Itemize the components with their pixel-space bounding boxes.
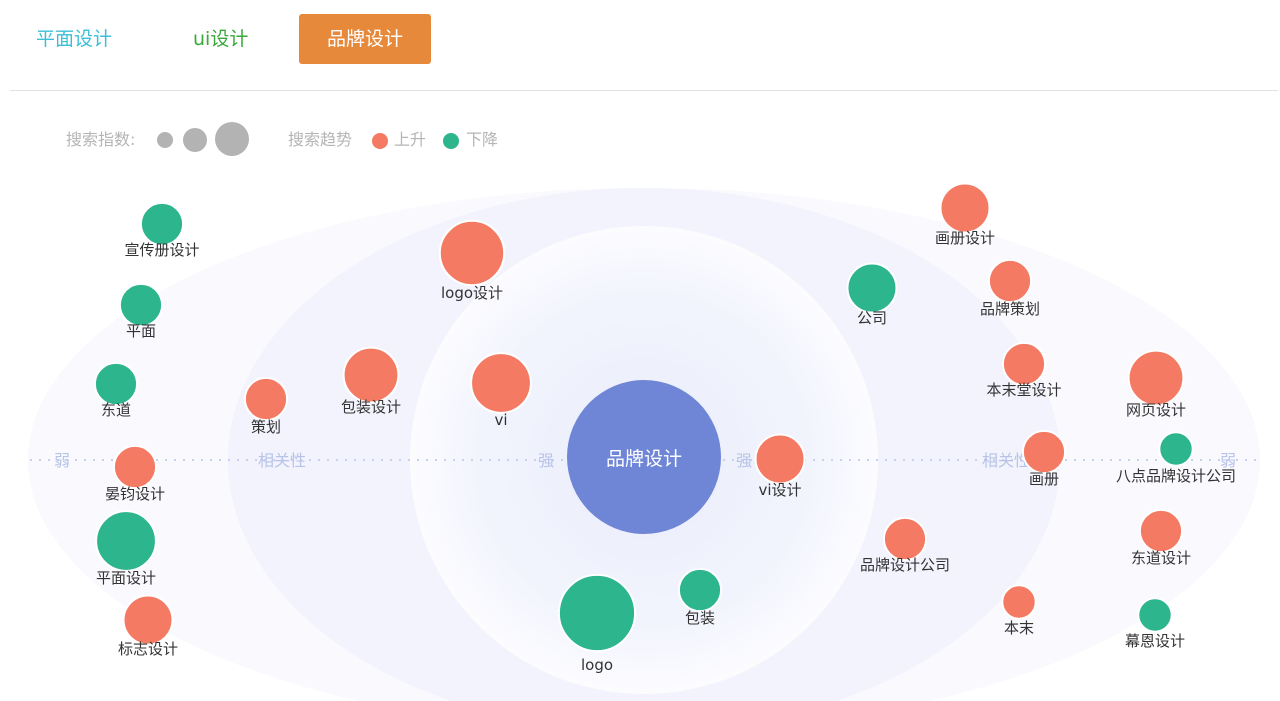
bubble-15[interactable]	[882, 516, 928, 562]
bubble-20[interactable]	[1001, 584, 1037, 620]
bubble-4[interactable]	[112, 444, 158, 490]
bubble-label-12: 包装	[685, 609, 715, 627]
bubble-label-10: vi	[494, 411, 507, 429]
bubble-11[interactable]	[557, 573, 637, 653]
bubble-16[interactable]	[939, 182, 991, 234]
bubble-18[interactable]	[1001, 341, 1047, 387]
bubble-label-6: 标志设计	[118, 640, 178, 658]
bubble-5[interactable]	[95, 510, 157, 572]
tab-graphic-design[interactable]: 平面设计	[36, 28, 113, 50]
legend-up-label: 上升	[394, 130, 427, 149]
bubble-24[interactable]	[1137, 597, 1173, 633]
bubble-label-4: 晏钧设计	[105, 485, 165, 503]
axis-right-weak-label: 弱	[1220, 451, 1236, 470]
legend-size-medium-dot	[183, 128, 207, 152]
legend-trend-label: 搜索趋势	[288, 130, 353, 149]
bubble-22[interactable]	[1158, 431, 1194, 467]
bubble-label-2: 平面	[126, 322, 156, 340]
bubble-label-13: vi设计	[758, 481, 801, 499]
bubble-label-5: 平面设计	[96, 569, 156, 587]
bubble-label-15: 品牌设计公司	[860, 556, 950, 574]
legend-down-dot	[443, 133, 459, 149]
bubble-17[interactable]	[987, 258, 1033, 304]
center-bubble	[567, 380, 721, 534]
bubble-label-22: 八点品牌设计公司	[1116, 467, 1236, 485]
center-bubble-label: 品牌设计	[606, 448, 682, 470]
legend-size-label: 搜索指数:	[66, 130, 136, 149]
divider	[10, 90, 1278, 91]
axis-left-relevance-label: 相关性	[258, 451, 306, 470]
legend-up-dot	[372, 133, 388, 149]
bubble-label-18: 本末堂设计	[986, 381, 1061, 399]
bubble-label-17: 品牌策划	[980, 300, 1040, 318]
bubble-12[interactable]	[677, 567, 723, 613]
bubble-13[interactable]	[754, 433, 806, 485]
legend-size-large-dot	[215, 122, 249, 156]
bubble-label-24: 幕恩设计	[1125, 632, 1185, 650]
bubble-9[interactable]	[438, 219, 506, 287]
bubble-label-19: 画册	[1029, 470, 1059, 488]
bubble-label-3: 东道	[101, 401, 131, 419]
bubble-6[interactable]	[122, 594, 174, 646]
bubble-21[interactable]	[1127, 349, 1185, 407]
bubble-label-8: 包装设计	[341, 398, 401, 416]
bubble-label-23: 东道设计	[1131, 549, 1191, 567]
bubble-label-11: logo	[581, 656, 613, 674]
bubble-14[interactable]	[846, 262, 898, 314]
axis-left-strong-label: 强	[538, 451, 554, 470]
bubble-1[interactable]	[139, 201, 185, 247]
bubble-19[interactable]	[1021, 429, 1067, 475]
bubble-3[interactable]	[93, 361, 139, 407]
tab-brand-design[interactable]: 品牌设计	[299, 14, 431, 64]
tab-bar: 平面设计 ui设计 品牌设计	[0, 0, 1280, 90]
bubble-10[interactable]	[470, 352, 532, 414]
axis-right-relevance-label: 相关性	[982, 451, 1030, 470]
bubble-2[interactable]	[118, 282, 164, 328]
bubble-label-21: 网页设计	[1126, 401, 1186, 419]
bubble-label-9: logo设计	[441, 284, 503, 302]
legend-down-label: 下降	[466, 130, 499, 149]
bubble-7[interactable]	[243, 376, 289, 422]
bubble-label-16: 画册设计	[935, 229, 995, 247]
axis-left-weak-label: 弱	[54, 451, 70, 470]
bubble-label-14: 公司	[857, 309, 887, 327]
bubble-23[interactable]	[1138, 508, 1184, 554]
tab-ui-design[interactable]: ui设计	[193, 28, 249, 50]
bubble-label-7: 策划	[251, 418, 281, 436]
axis-right-strong-label: 强	[736, 451, 752, 470]
bubble-label-1: 宣传册设计	[124, 241, 199, 259]
legend-size-small-dot	[157, 132, 173, 148]
bubble-8[interactable]	[342, 346, 400, 404]
bubble-label-20: 本末	[1004, 619, 1034, 637]
